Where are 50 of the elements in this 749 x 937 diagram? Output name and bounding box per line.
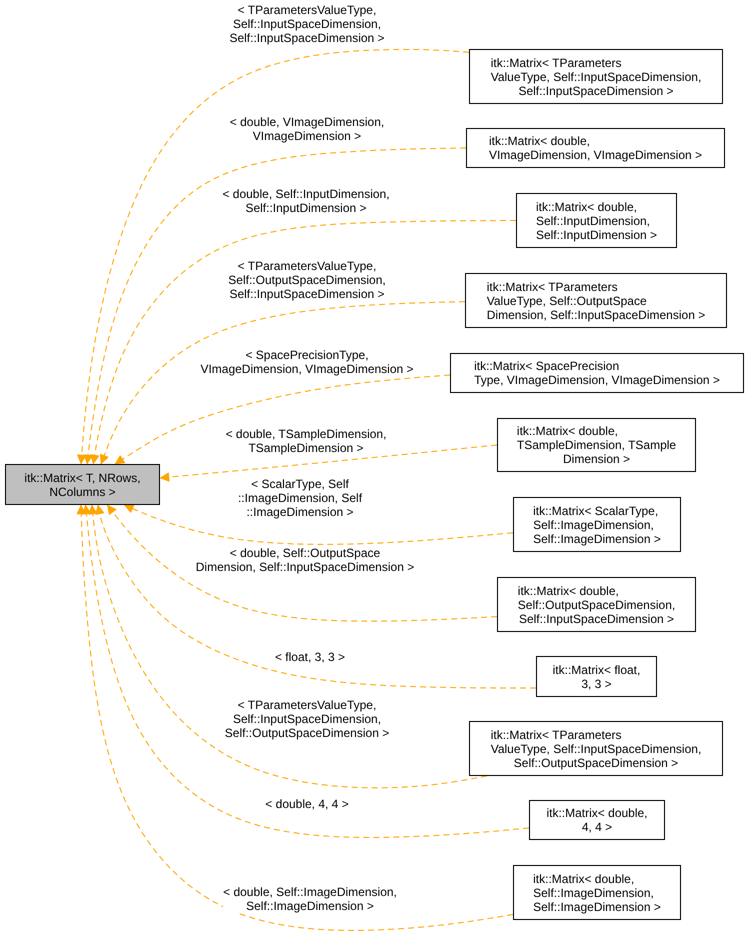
class-box <box>513 497 681 552</box>
class-box <box>469 49 723 104</box>
class-box <box>469 721 723 776</box>
class-box <box>516 193 677 248</box>
class-box <box>466 128 725 168</box>
class-name: itk::Matrix< TParameters ValueType, Self::InputSpaceDimension, Self::OutputSpaceDimension > <box>490 728 702 770</box>
class-name: itk::Matrix< TParameters ValueType, Self::OutputSpace Dimension, Self::InputSpaceDimension > <box>486 280 706 322</box>
class-name: itk::Matrix< TParameters ValueType, Self::InputSpaceDimension, Self::InputSpaceDimension > <box>490 56 702 98</box>
edge-label: < double, 4, 4 > <box>265 797 349 811</box>
edge-label: < double, VImageDimension, VImageDimension > <box>230 115 384 143</box>
class-box <box>450 353 744 393</box>
class-box <box>536 656 657 697</box>
edge-label: < TParametersValueType, Self::InputSpaceDimension, Self::InputSpaceDimension > <box>229 3 385 45</box>
dashed-arrow <box>124 504 514 545</box>
dashed-arrow <box>100 301 466 464</box>
class-name: itk::Matrix< double, Self::OutputSpaceDimension, Self::InputSpaceDimension > <box>518 584 676 626</box>
dashed-arrow <box>76 504 514 931</box>
class-name: itk::Matrix< ScalarType, Self::ImageDimension, Self::ImageDimension > <box>533 504 661 546</box>
class-name: itk::Matrix< double, Self::InputDimension, Self::InputDimension > <box>536 200 658 242</box>
edge-label: < double, TSampleDimension, TSampleDimension > <box>226 427 386 455</box>
edge-label: < double, Self::ImageDimension, Self::ImageDimension > <box>223 885 397 913</box>
dashed-arrow <box>114 374 450 464</box>
dashed-arrow <box>106 504 498 622</box>
class-box <box>529 800 665 840</box>
class-box <box>513 865 681 920</box>
dashed-arrow <box>83 148 466 464</box>
class-name: itk::Matrix< T, NRows, NColumns > <box>24 470 141 498</box>
dashed-arrow <box>88 504 488 788</box>
edge-label: < SpacePrecisionType, VImageDimension, VImageDimension > <box>200 348 414 376</box>
edge-label: < ScalarType, Self ::ImageDimension, Self ::ImageDimension > <box>238 477 362 519</box>
dashed-arrow <box>95 504 536 688</box>
edge-label: < TParametersValueType, Self::OutputSpaceDimension, Self::InputSpaceDimension > <box>228 259 386 301</box>
dashed-arrow <box>160 444 498 482</box>
class-box <box>497 418 696 472</box>
edge-label: < double, Self::OutputSpace Dimension, Self::InputSpaceDimension > <box>196 546 414 574</box>
class-name: itk::Matrix< double, Self::ImageDimension, Self::ImageDimension > <box>533 872 661 914</box>
class-name: itk::Matrix< SpacePrecision Type, VImageDimension, VImageDimension > <box>474 359 720 387</box>
class-name: itk::Matrix< float, 3, 3 > <box>552 662 640 690</box>
edge-label: < TParametersValueType, Self::InputSpaceDimension, Self::OutputSpaceDimension > <box>224 698 390 740</box>
class-name: itk::Matrix< double, TSampleDimension, TSample Dimension > <box>516 424 676 466</box>
dashed-arrow <box>82 504 530 838</box>
class-box <box>497 577 696 632</box>
class-box <box>5 464 160 505</box>
dashed-arrow <box>76 48 470 464</box>
class-name: itk::Matrix< double, VImageDimension, VImageDimension > <box>488 134 702 162</box>
edge-label: < float, 3, 3 > <box>274 650 346 664</box>
edge-label: < double, Self::InputDimension, Self::InputDimension > <box>222 187 390 215</box>
class-box <box>465 273 727 328</box>
class-name: itk::Matrix< double, 4, 4 > <box>546 806 648 834</box>
dashed-arrow <box>90 220 516 464</box>
